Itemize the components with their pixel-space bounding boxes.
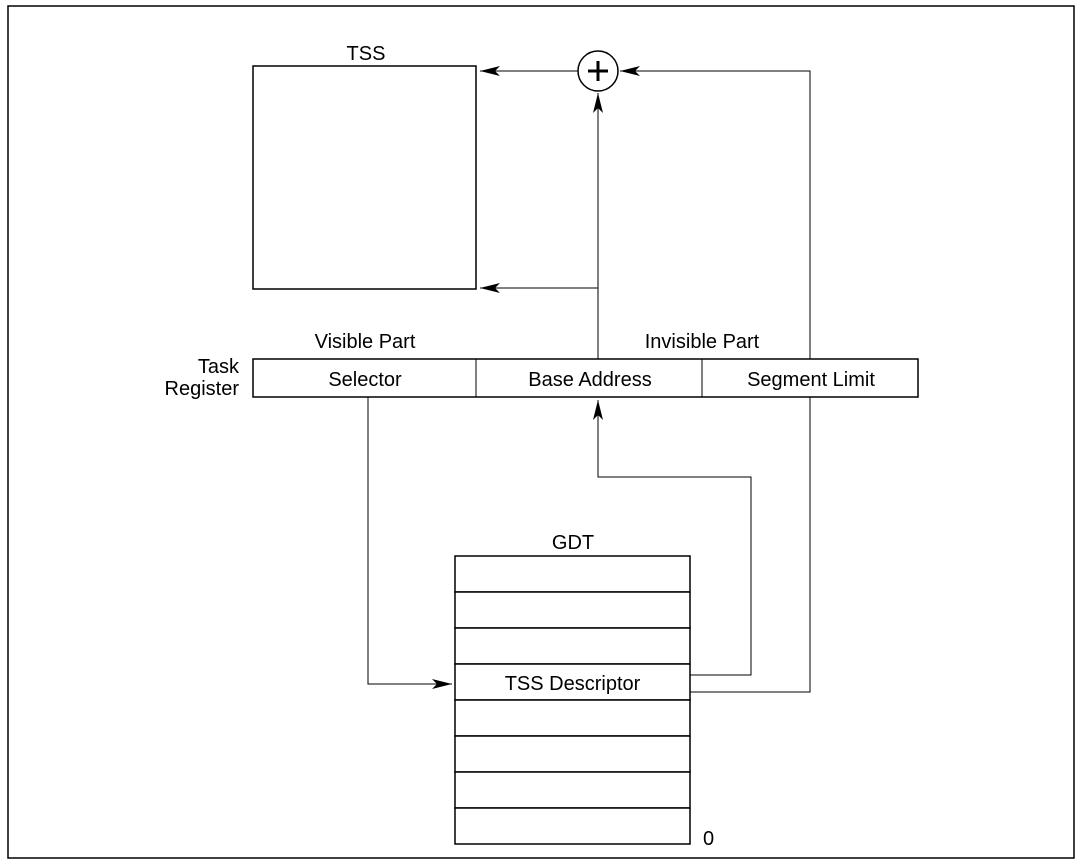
register-label: Register	[165, 378, 240, 400]
task-register-box	[252, 358, 919, 398]
gdt-index-zero: 0	[703, 828, 714, 850]
gdt-row-tss-descriptor	[454, 663, 691, 701]
outer-frame	[7, 5, 1075, 859]
arrow-limit-to-adder	[620, 66, 811, 359]
gdt-row	[454, 735, 691, 773]
base-address-field: Base Address	[528, 369, 651, 391]
visible-part-label: Visible Part	[315, 331, 416, 353]
arrow-descriptor-to-base	[593, 400, 752, 676]
line-descriptor-to-limit	[690, 397, 811, 693]
tss-label: TSS	[347, 43, 386, 65]
gdt-row	[454, 807, 691, 845]
gdt-row-label: TSS Descriptor	[505, 673, 641, 695]
gdt-row	[454, 555, 691, 593]
selector-field: Selector	[328, 369, 402, 391]
gdt-row	[454, 627, 691, 665]
task-label: Task	[198, 356, 240, 378]
gdt-row	[454, 591, 691, 629]
gdt-label: GDT	[552, 532, 594, 554]
gdt-table: TSS Descriptor	[454, 555, 691, 845]
segment-limit-field: Segment Limit	[747, 369, 875, 391]
arrow-selector-to-descriptor	[367, 397, 452, 689]
tss-box	[252, 65, 477, 290]
invisible-part-label: Invisible Part	[645, 331, 760, 353]
gdt-row	[454, 771, 691, 809]
gdt-row	[454, 699, 691, 737]
